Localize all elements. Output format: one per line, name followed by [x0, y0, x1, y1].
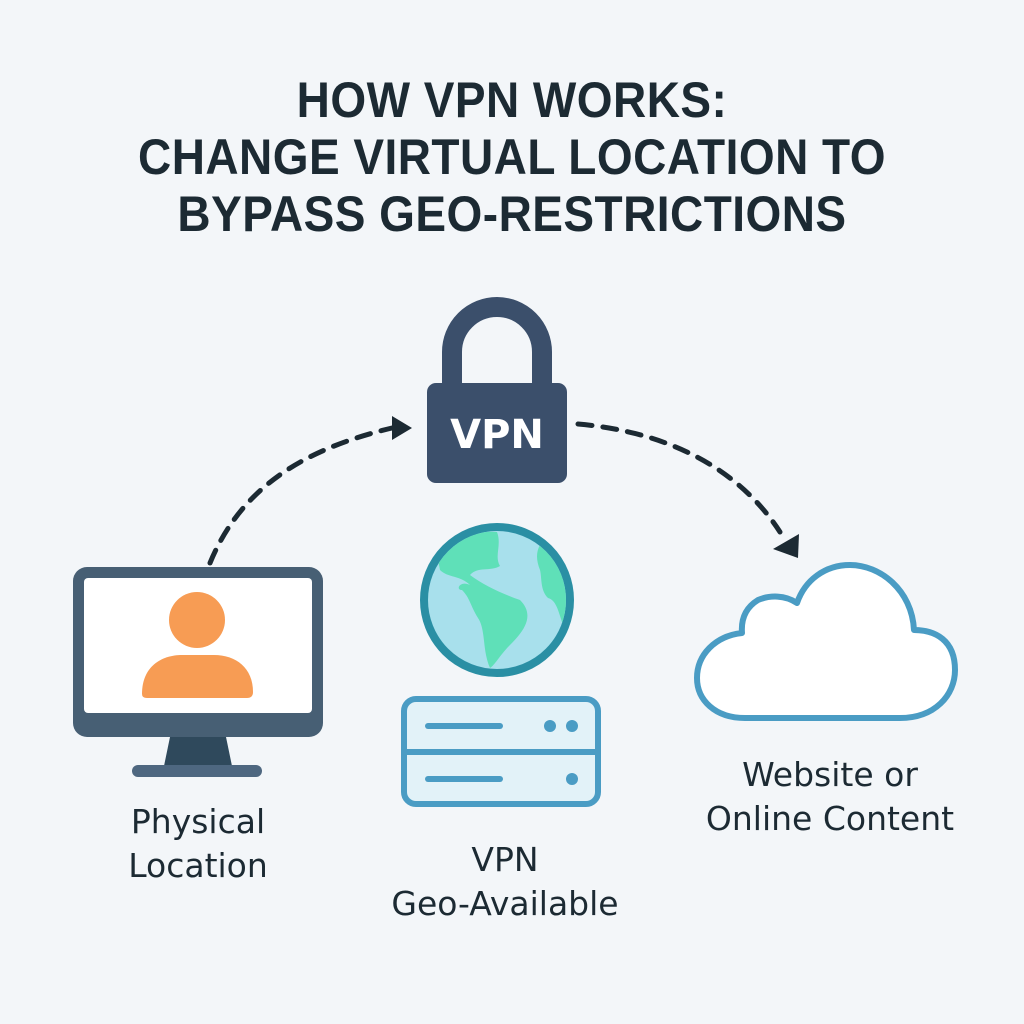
padlock-icon: VPN — [427, 297, 567, 483]
globe-icon — [420, 523, 574, 677]
arrowhead-icon — [392, 416, 412, 440]
lock-label: VPN — [450, 412, 544, 458]
label-line: VPN — [471, 840, 539, 879]
label-line: Geo-Available — [391, 884, 619, 923]
label-website-online-content: Website or Online Content — [680, 753, 980, 841]
label-line: Location — [128, 846, 268, 885]
title-line-3: BYPASS GEO-RESTRICTIONS — [177, 186, 847, 242]
server-icon — [401, 696, 601, 807]
arrowhead-icon — [773, 534, 799, 558]
title-line-1: HOW VPN WORKS: — [296, 72, 728, 128]
cloud-icon — [694, 562, 958, 721]
arrow-physical-to-vpn — [207, 416, 412, 566]
title-line-2: CHANGE VIRTUAL LOCATION TO — [138, 129, 886, 185]
label-line: Physical — [130, 802, 266, 841]
label-line: Website or — [742, 755, 918, 794]
label-physical-location: Physical Location — [98, 800, 298, 888]
label-line: Online Content — [705, 799, 955, 838]
arrow-vpn-to-website — [575, 421, 799, 558]
label-vpn-geo-available: VPN Geo-Available — [365, 838, 645, 926]
user-avatar-icon — [142, 592, 253, 698]
computer-monitor-icon — [73, 567, 323, 777]
diagram-title: HOW VPN WORKS: CHANGE VIRTUAL LOCATION T… — [41, 72, 983, 243]
